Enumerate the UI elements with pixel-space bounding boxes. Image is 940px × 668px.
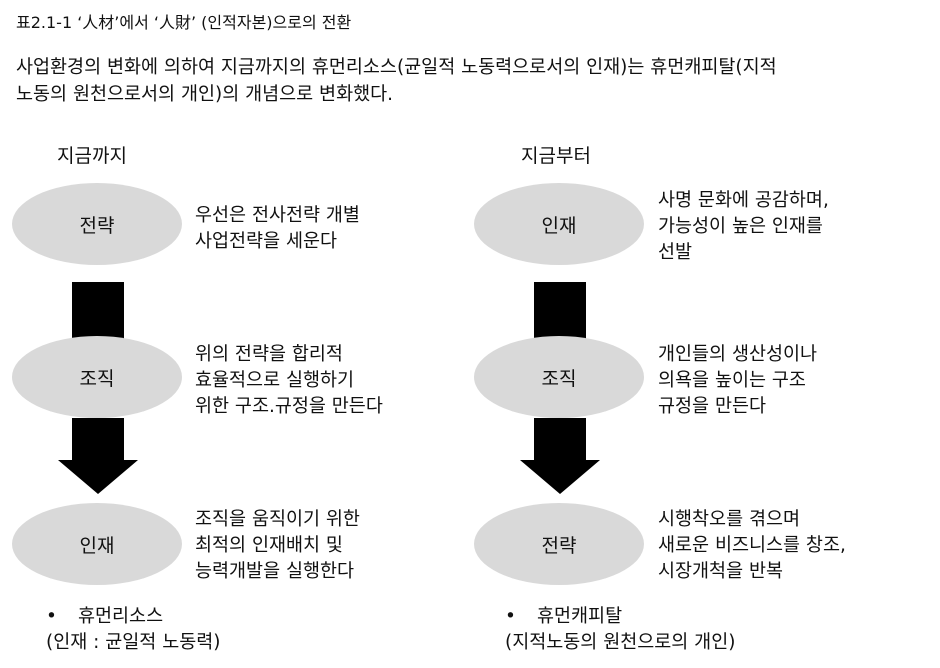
right-desc-2-line-2: 의욕을 높이는 구조 [658, 370, 806, 391]
right-footer-label: 휴먼캐피탈 [537, 606, 623, 627]
right-desc-3-line-2: 새로운 비즈니스를 창조, [658, 535, 846, 556]
right-desc-3-line-1: 시행착오를 겪으며 [658, 509, 801, 530]
right-desc-1-line-2: 가능성이 높은 인재를 [658, 216, 823, 237]
left-footer-bullet: • [46, 606, 57, 627]
left-arrow-2 [58, 418, 138, 494]
left-desc-3-line-2: 최적의 인재배치 및 [195, 535, 343, 556]
left-desc-2-line-2: 효율적으로 실행하기 [195, 370, 355, 391]
left-desc-2: 위의 전략을 합리적 효율적으로 실행하기 위한 구조.규정을 만든다 [195, 342, 383, 420]
right-footer: • 휴먼캐피탈 (지적노동의 원천으로의 개인) [505, 604, 735, 656]
right-footer-bullet: • [505, 606, 516, 627]
right-node-1: 인재 [474, 183, 644, 265]
right-desc-2-line-3: 규정을 만든다 [658, 396, 767, 417]
left-desc-1-line-2: 사업전략을 세운다 [195, 231, 338, 252]
left-column-heading: 지금까지 [57, 145, 127, 167]
right-node-2: 조직 [474, 336, 644, 418]
right-desc-2: 개인들의 생산성이나 의욕을 높이는 구조 규정을 만든다 [658, 342, 817, 420]
right-desc-2-line-1: 개인들의 생산성이나 [658, 344, 818, 365]
left-node-3: 인재 [12, 503, 182, 585]
left-footer: • 휴먼리소스 (인재 : 균일적 노동력) [46, 604, 220, 656]
right-desc-1: 사명 문화에 공감하며, 가능성이 높은 인재를 선발 [658, 188, 829, 266]
left-desc-3: 조직을 움직이기 위한 최적의 인재배치 및 능력개발을 실행한다 [195, 507, 360, 585]
left-desc-1: 우선은 전사전략 개별 사업전략을 세운다 [195, 203, 360, 255]
left-node-2: 조직 [12, 336, 182, 418]
intro-paragraph: 사업환경의 변화에 의하여 지금까지의 휴먼리소스(균일적 노동력으로서의 인재… [16, 54, 926, 108]
left-desc-1-line-1: 우선은 전사전략 개별 [195, 205, 360, 226]
left-footer-sub: (인재 : 균일적 노동력) [46, 632, 221, 653]
right-desc-3: 시행착오를 겪으며 새로운 비즈니스를 창조, 시장개척을 반복 [658, 507, 846, 585]
right-desc-1-line-3: 선발 [658, 242, 693, 263]
intro-line-2: 노동의 원천으로서의 개인)의 개념으로 변화했다. [16, 84, 394, 105]
intro-line-1: 사업환경의 변화에 의하여 지금까지의 휴먼리소스(균일적 노동력으로서의 인재… [16, 57, 777, 78]
left-desc-2-line-3: 위한 구조.규정을 만든다 [195, 396, 383, 417]
right-node-3: 전략 [474, 503, 644, 585]
right-footer-sub: (지적노동의 원천으로의 개인) [505, 632, 736, 653]
right-desc-3-line-3: 시장개척을 반복 [658, 561, 784, 582]
figure-title: 표2.1-1 ‘人材’에서 ‘人財’ (인적자본)으로의 전환 [16, 13, 352, 32]
right-column-heading: 지금부터 [521, 145, 591, 167]
left-desc-3-line-1: 조직을 움직이기 위한 [195, 509, 360, 530]
right-arrow-2 [520, 418, 600, 494]
right-desc-1-line-1: 사명 문화에 공감하며, [658, 190, 829, 211]
left-node-1: 전략 [12, 183, 182, 265]
left-footer-label: 휴먼리소스 [78, 606, 164, 627]
left-desc-3-line-3: 능력개발을 실행한다 [195, 561, 355, 582]
left-desc-2-line-1: 위의 전략을 합리적 [195, 344, 343, 365]
